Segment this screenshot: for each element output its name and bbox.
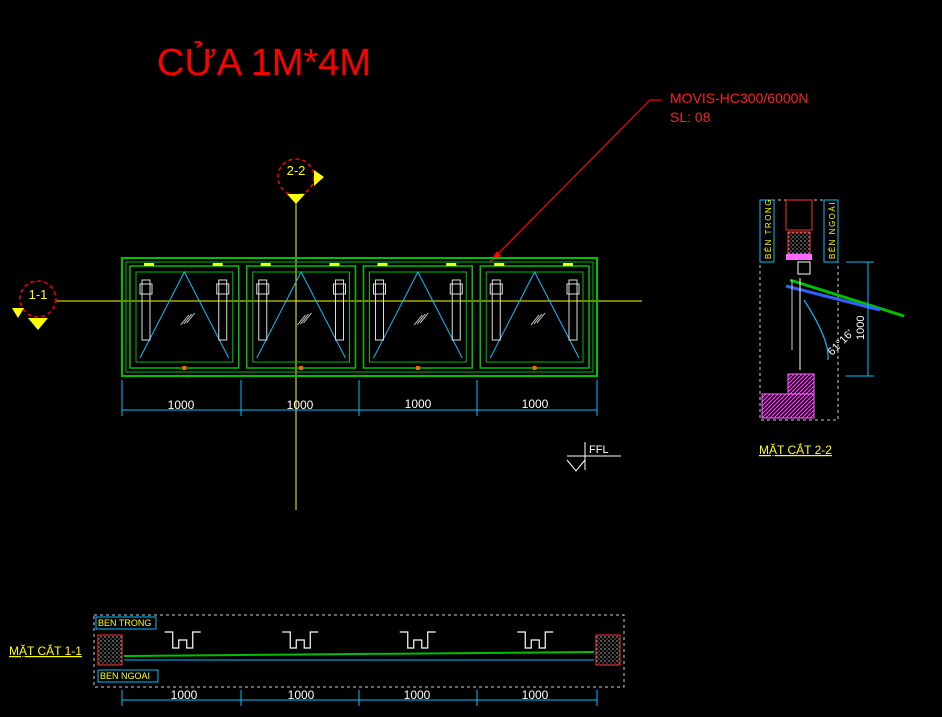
section-2-2-detail: BÊN TRONG BÊN NGOÀI 1000 61°16' MẶT CẮT … — [759, 198, 905, 457]
glass-mark — [530, 314, 540, 326]
hinge-block — [489, 283, 503, 295]
section-marker-1-1: 1-1 — [12, 280, 57, 330]
opening-direction-line — [256, 270, 346, 359]
mullion-profile — [282, 631, 319, 649]
section11-dim-3: 1000 — [404, 688, 431, 702]
sash-frame — [129, 265, 240, 369]
sash-inner — [252, 271, 350, 363]
hardware-column — [258, 279, 268, 341]
sash-frame — [362, 265, 473, 369]
section22-angle-label: 61°16' — [826, 328, 856, 358]
section11-dim-1: 1000 — [171, 688, 198, 702]
callout: MOVIS-HC300/6000N SL: 08 — [489, 90, 809, 263]
hardware-column — [335, 279, 344, 341]
bottom-marker — [299, 366, 304, 370]
hardware-column — [451, 279, 461, 341]
hinge-block — [139, 283, 153, 295]
section11-dim-2: 1000 — [288, 688, 315, 702]
top-marker — [144, 263, 154, 266]
opening-direction-line — [373, 270, 463, 359]
sash-frame — [246, 265, 357, 369]
sash-frame — [479, 265, 590, 369]
elevation-dim-1: 1000 — [168, 398, 195, 412]
section-marker-2-2: 2-2 — [277, 158, 324, 204]
marker-label-1-1: 1-1 — [29, 287, 48, 302]
top-marker — [494, 263, 505, 266]
section11-outside-label: BEN NGOAI — [100, 671, 150, 681]
hardware-column — [375, 279, 384, 341]
top-marker — [260, 263, 271, 266]
glass-mark — [297, 314, 306, 326]
elevation-dimensions: 1000 1000 1000 1000 — [121, 380, 598, 416]
glass-mark — [180, 314, 190, 326]
glass-mark — [303, 312, 312, 324]
window-elevation — [121, 257, 598, 377]
glass-mark — [416, 313, 426, 325]
hinge-block — [566, 283, 580, 295]
bottom-marker — [532, 366, 537, 370]
hinge-block — [256, 283, 270, 295]
section22-height-label: 1000 — [855, 316, 867, 340]
section22-caption: MẶT CẮT 2-2 — [759, 442, 832, 457]
hinge-block — [216, 283, 230, 295]
glass-mark — [536, 312, 546, 324]
elevation-outer-frame — [121, 257, 598, 377]
marker-label-2-2: 2-2 — [287, 163, 306, 178]
section22-outside-label: BÊN NGOÀI — [828, 201, 837, 259]
sash-inner — [485, 271, 584, 363]
opening-direction-line — [139, 270, 230, 359]
glass-mark — [300, 313, 309, 325]
top-marker — [329, 263, 340, 266]
drawing-title: CỬA 1M*4M — [157, 40, 371, 84]
section-1-1-detail: BEN TRONG BEN NGOAI MẶT CẮT 1-1 1000 100… — [9, 614, 625, 706]
section22-inside-label: BÊN TRONG — [764, 198, 773, 259]
hardware-column — [568, 279, 578, 341]
sash-inner — [369, 271, 467, 363]
callout-arrow-icon — [490, 251, 501, 262]
bottom-marker — [182, 366, 187, 370]
opening-direction-line — [489, 270, 580, 359]
glass-mark — [413, 314, 423, 326]
glass-mark — [419, 312, 429, 324]
elevation-dim-4: 1000 — [522, 397, 549, 411]
callout-leader — [489, 99, 651, 263]
sash-inner — [135, 271, 234, 363]
ffl-symbol: FFL — [566, 442, 621, 472]
hinge-block — [373, 283, 386, 295]
elevation-dim-3: 1000 — [405, 397, 432, 411]
glass-mark — [186, 312, 196, 324]
top-marker — [377, 263, 388, 266]
mullion-profile — [399, 631, 436, 649]
glass-mark — [533, 313, 543, 325]
callout-quantity: SL: 08 — [670, 109, 711, 125]
bottom-marker — [415, 366, 420, 370]
hardware-column — [218, 279, 228, 341]
hardware-column — [491, 279, 501, 341]
callout-product: MOVIS-HC300/6000N — [670, 90, 809, 106]
section11-inside-label: BEN TRONG — [98, 618, 151, 628]
ffl-label: FFL — [589, 444, 609, 456]
top-marker — [212, 263, 223, 266]
hinge-block — [333, 283, 346, 295]
mullion-profile — [164, 631, 201, 649]
section11-caption: MẶT CẮT 1-1 — [9, 643, 82, 658]
elevation-dim-2: 1000 — [287, 398, 314, 412]
mullion-profile — [517, 631, 554, 649]
hinge-block — [449, 283, 463, 295]
hardware-column — [141, 279, 151, 341]
top-marker — [563, 263, 573, 266]
section11-dim-4: 1000 — [522, 688, 549, 702]
top-marker — [446, 263, 457, 266]
glass-mark — [183, 313, 193, 325]
